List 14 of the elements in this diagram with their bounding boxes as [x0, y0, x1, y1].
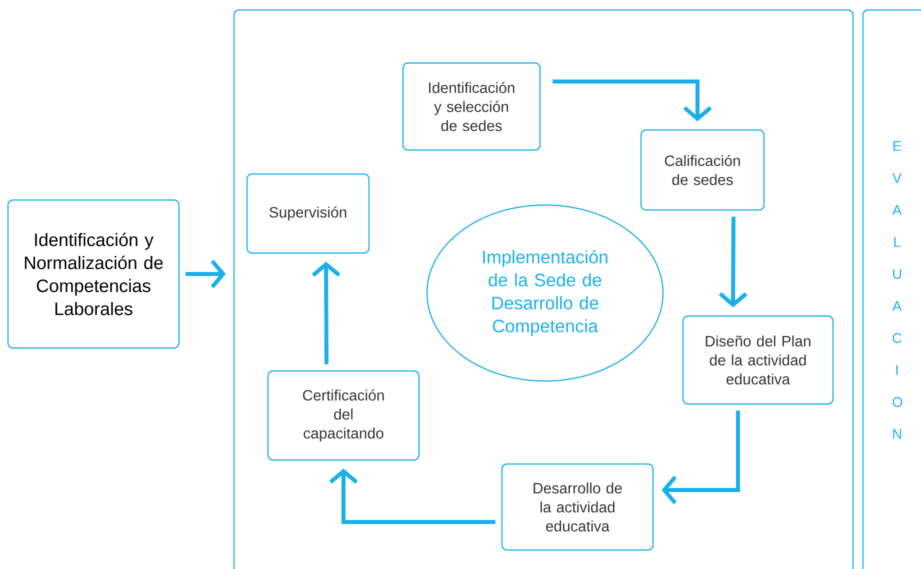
- process-box: Diseño del Plan de la actividad educativa: [682, 315, 834, 405]
- side-panel: E V A L U A C I O N: [862, 9, 921, 569]
- arrow: [552, 79, 712, 122]
- arrow: [718, 216, 748, 308]
- process-box: Calificación de sedes: [640, 129, 765, 211]
- process-box: Desarrollo de la actividad educativa: [501, 463, 654, 551]
- process-box: Identificación y Normalización de Competencias Laborales: [7, 199, 180, 349]
- arrow: [662, 410, 740, 504]
- panel: [233, 9, 854, 569]
- arrow: [312, 262, 340, 364]
- arrow: [329, 468, 496, 524]
- process-box: Identificación y selección de sedes: [402, 62, 541, 151]
- process-box: Certificación del capacitando: [267, 370, 420, 461]
- process-box: Supervisión: [246, 173, 370, 254]
